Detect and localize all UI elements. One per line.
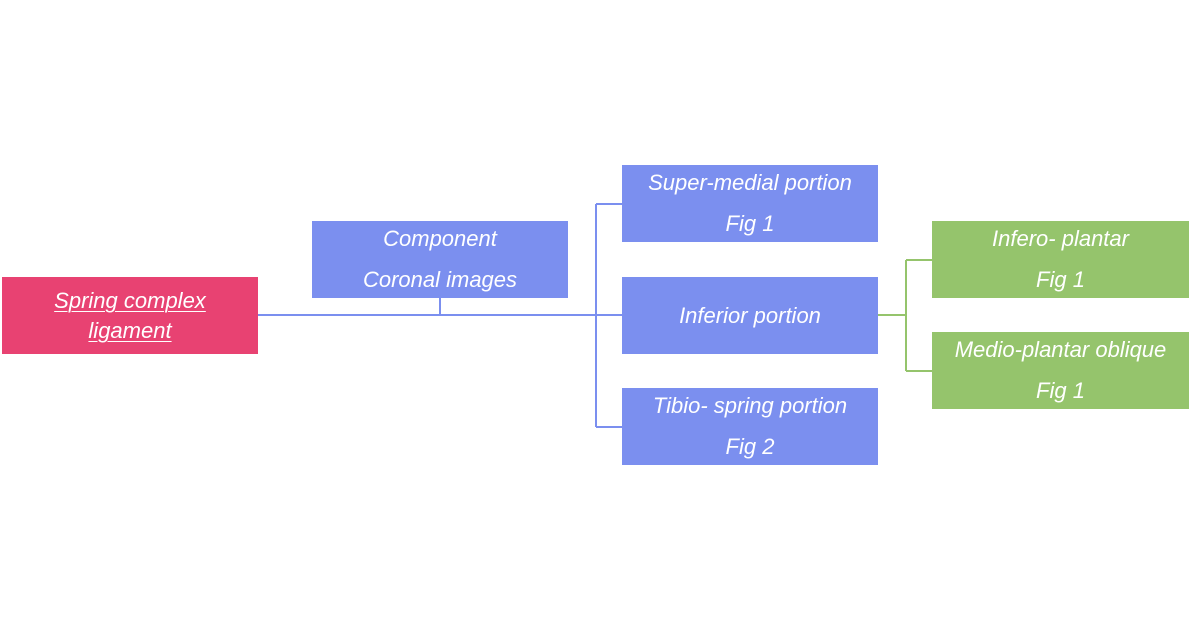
component-node-line-2: Coronal images (362, 267, 518, 292)
portion-node-super-medial: Super-medial portion Fig 1 (622, 165, 878, 242)
root-node-line-1: Spring complex (54, 287, 206, 313)
portion-node-line-1: Tibio- spring portion (652, 393, 848, 418)
root-node-spring-complex-ligament: Spring complex ligament (2, 277, 258, 354)
subdivision-node-line-1: Medio-plantar oblique (954, 337, 1167, 362)
component-node-line-1: Component (383, 226, 497, 251)
subdivision-node-medio-plantar-oblique: Medio-plantar oblique Fig 1 (932, 332, 1189, 409)
portion-node-line-2: Fig 2 (725, 434, 775, 459)
root-node-line-2: ligament (88, 317, 172, 343)
subdivision-node-infero-plantar: Infero- plantar Fig 1 (932, 221, 1189, 298)
subdivision-node-line-1: Infero- plantar (992, 226, 1129, 251)
subdivision-node-line-2: Fig 1 (1036, 267, 1085, 292)
portion-node-line-1: Super-medial portion (648, 170, 852, 195)
portion-node-tibio-spring: Tibio- spring portion Fig 2 (622, 388, 878, 465)
portion-node-line-2: Fig 1 (725, 211, 775, 236)
portion-node-inferior: Inferior portion (622, 277, 878, 354)
subdivision-node-line-2: Fig 1 (1036, 378, 1085, 403)
portion-node-line-1: Inferior portion (679, 302, 821, 328)
component-node: Component Coronal images (312, 221, 568, 298)
